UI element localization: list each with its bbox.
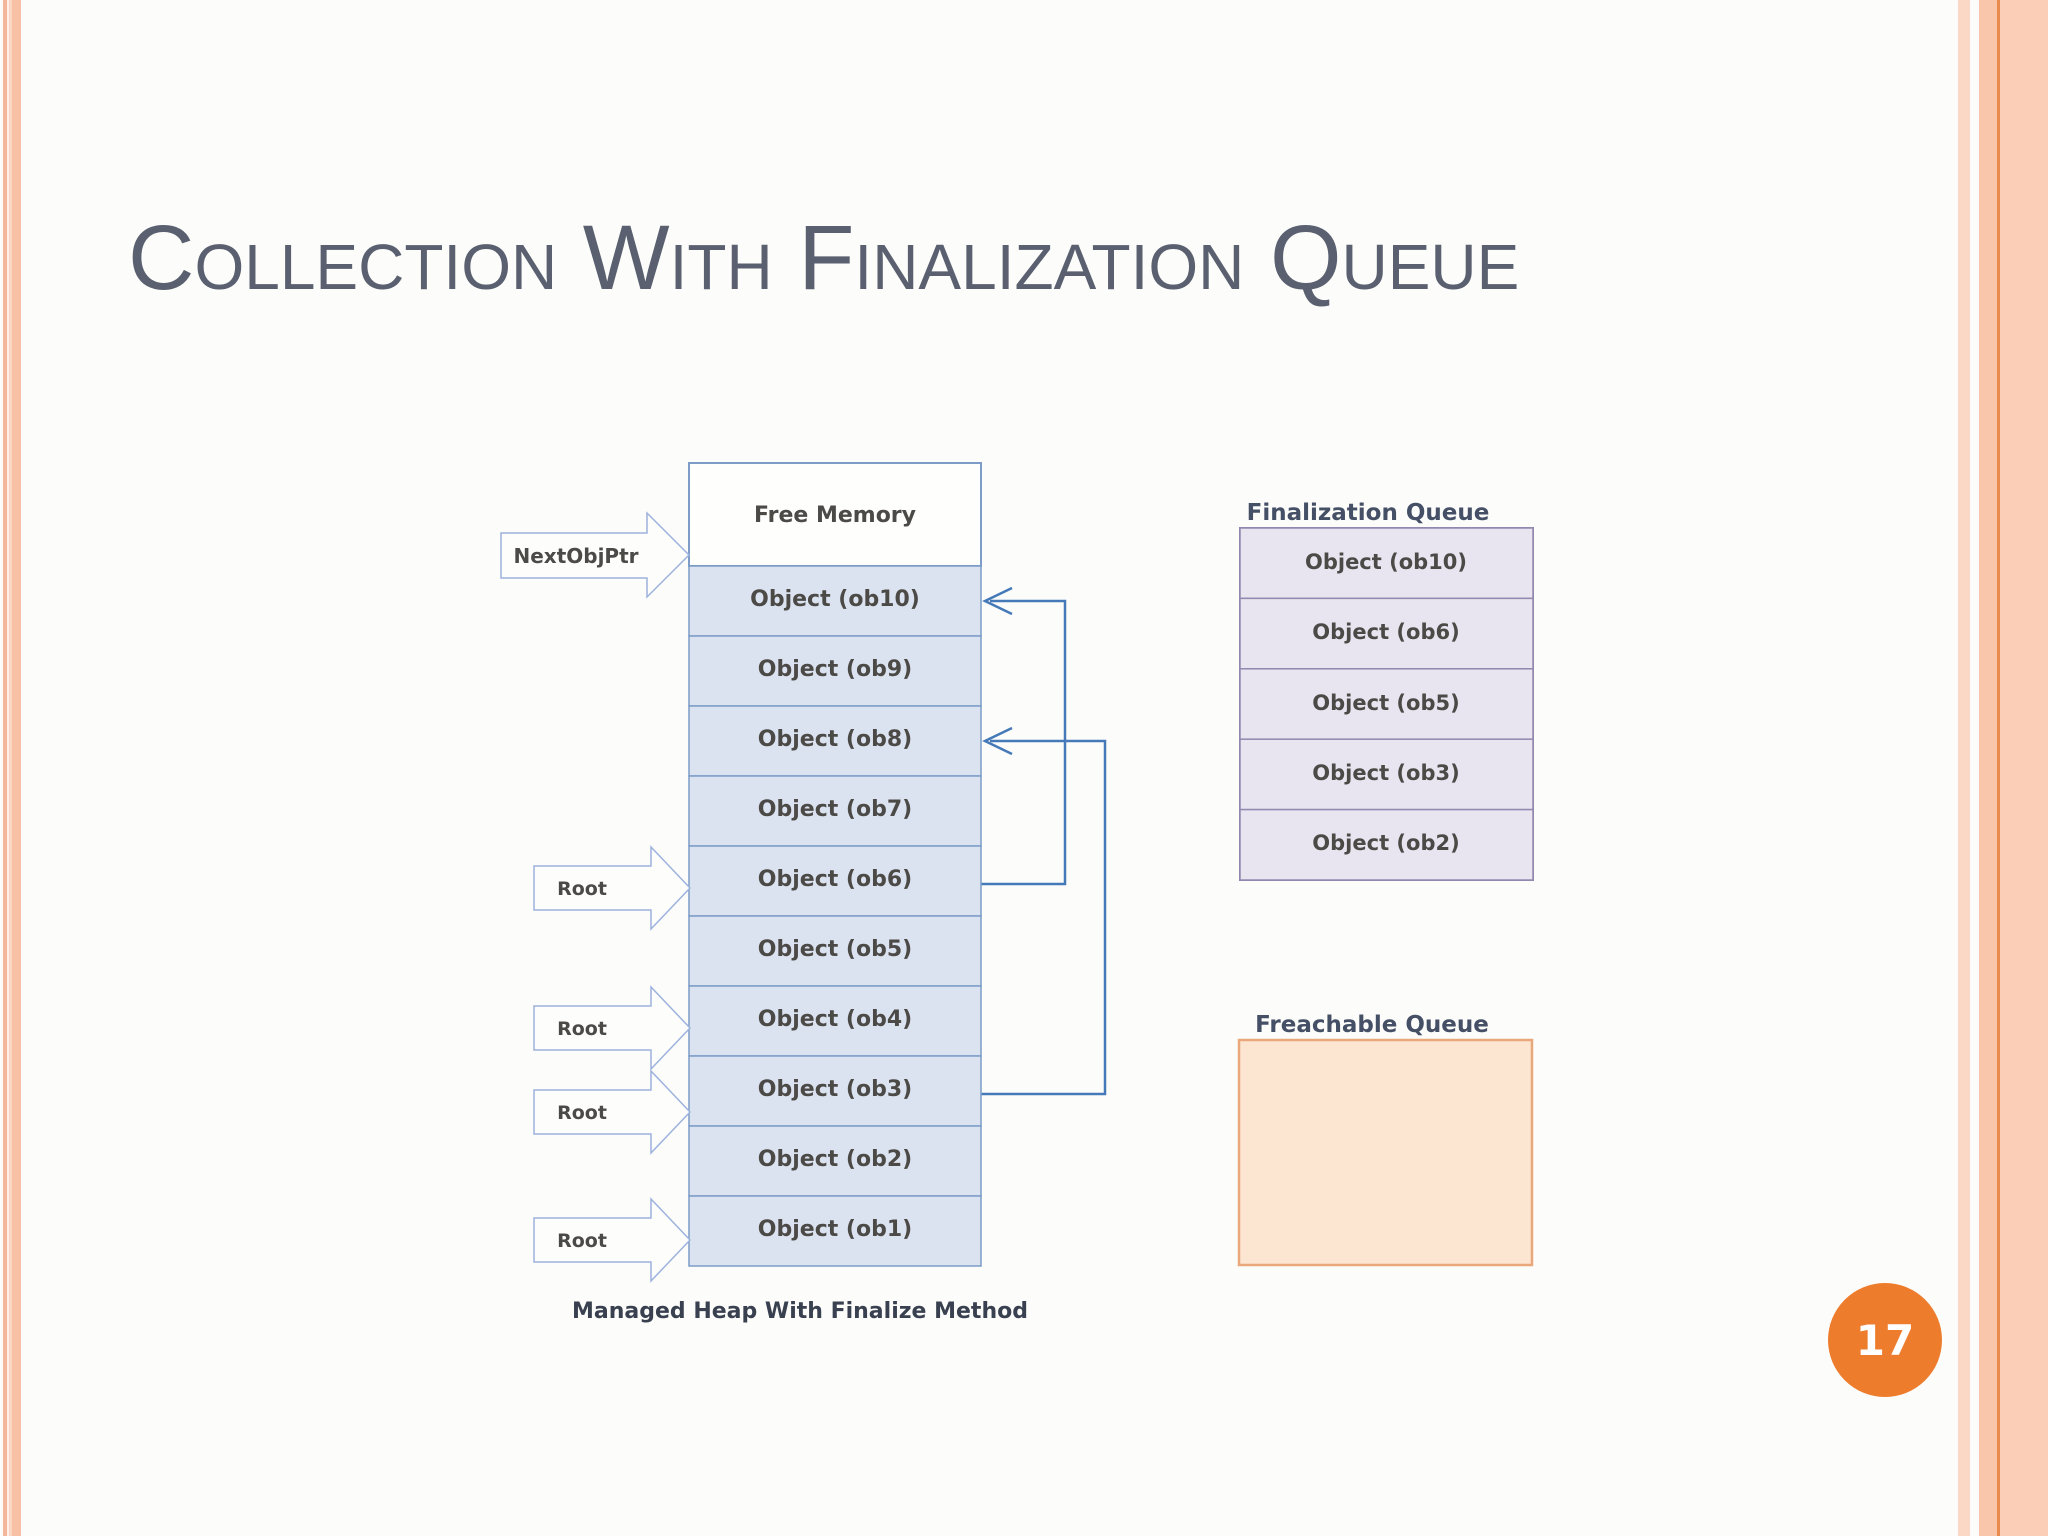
finalization-queue-cell — [1239, 738, 1534, 811]
right-stripe-1 — [1958, 0, 1970, 1536]
root-label: Root — [557, 1102, 607, 1124]
heap-cell-label: Object (ob8) — [758, 727, 912, 752]
heap-cell-label: Object (ob6) — [758, 867, 912, 892]
heap-cell — [688, 635, 982, 707]
heap-cell — [688, 915, 982, 987]
heap-cell — [688, 565, 982, 637]
free-memory-cell — [688, 462, 982, 567]
root-label: Root — [557, 878, 607, 900]
heap-cell-label: Object (ob4) — [758, 1007, 912, 1032]
heap-cell-label: Object (ob7) — [758, 797, 912, 822]
next-obj-ptr-label: NextObjPtr — [513, 544, 638, 568]
heap-cell-label: Object (ob2) — [758, 1147, 912, 1172]
finalization-queue-cell — [1239, 527, 1534, 600]
freachable-queue-box — [1237, 1038, 1534, 1267]
heap-cell-label: Object (ob9) — [758, 657, 912, 682]
finalization-queue-cell — [1239, 668, 1534, 740]
freachable-queue-title: Freachable Queue — [1255, 1012, 1489, 1038]
root-arrow-icon — [533, 985, 692, 1071]
finalization-queue-cell — [1239, 597, 1534, 670]
heap-cell-label: Object (ob1) — [758, 1217, 912, 1242]
free-memory-label: Free Memory — [754, 503, 916, 528]
next-obj-ptr-arrow-icon — [500, 511, 691, 599]
page-number: 17 — [1856, 1316, 1914, 1365]
finalization-queue-title: Finalization Queue — [1247, 500, 1490, 526]
left-stripe-4 — [12, 0, 21, 1536]
connector-ob3-to-ob8 — [981, 739, 1107, 1096]
finalization-queue-cell-label: Object (ob2) — [1312, 831, 1459, 855]
left-stripe-2 — [7, 0, 9, 1536]
heap-cell — [688, 775, 982, 847]
left-stripe-3 — [9, 0, 12, 1536]
finalization-queue-cell-label: Object (ob6) — [1312, 620, 1459, 644]
page-number-badge — [1828, 1283, 1942, 1397]
right-stripe-2 — [1979, 0, 1997, 1536]
page-title: Collection With Finalization Queue — [128, 207, 1520, 309]
arrowhead-into-ob8-icon — [982, 726, 1013, 756]
right-stripe-4 — [2000, 0, 2048, 1536]
arrowhead-into-ob10-icon — [982, 586, 1013, 616]
finalization-queue-cell-label: Object (ob5) — [1312, 691, 1459, 715]
heap-cell — [688, 1055, 982, 1127]
root-arrow-icon — [533, 1069, 692, 1155]
connector-ob6-to-ob10 — [981, 599, 1067, 886]
heap-cell-label: Object (ob5) — [758, 937, 912, 962]
root-label: Root — [557, 1018, 607, 1040]
finalization-queue-cell — [1239, 808, 1534, 881]
root-arrow-icon — [533, 1197, 692, 1283]
heap-cell — [688, 1125, 982, 1197]
heap-cell — [688, 985, 982, 1057]
finalization-queue-cell-label: Object (ob10) — [1305, 550, 1467, 574]
heap-caption: Managed Heap With Finalize Method — [572, 1299, 1028, 1324]
right-stripe-3 — [1997, 0, 2000, 1536]
heap-cell — [688, 1195, 982, 1267]
left-stripe-1 — [3, 0, 7, 1536]
finalization-queue-cell-label: Object (ob3) — [1312, 761, 1459, 785]
root-label: Root — [557, 1230, 607, 1252]
heap-cell-label: Object (ob3) — [758, 1077, 912, 1102]
root-arrow-icon — [533, 845, 692, 931]
heap-cell-label: Object (ob10) — [750, 587, 920, 612]
